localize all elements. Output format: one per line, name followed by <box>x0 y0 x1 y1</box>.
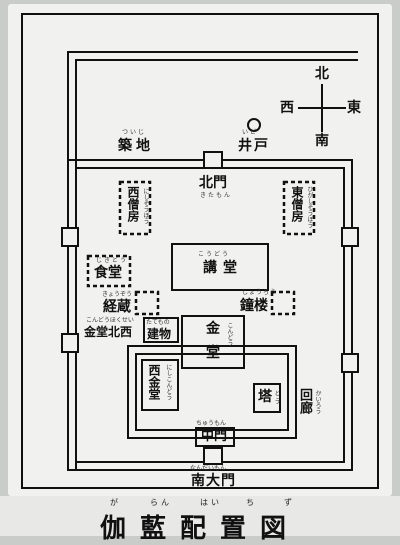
kondo-nw-furigana: こんどうほくせい <box>86 317 134 324</box>
lecture-hall-box <box>171 243 269 291</box>
east-dorm-dashed <box>282 180 316 236</box>
refectory-dashed <box>86 254 132 288</box>
lecture-hall-furigana: こうどう <box>198 251 231 258</box>
small-building-box <box>143 317 179 343</box>
middle-gate-furigana: ちゅうもん <box>196 420 227 427</box>
north-gate-square <box>203 151 223 169</box>
compass-east: 東 <box>347 100 361 116</box>
golden-hall-label-2: 堂 <box>206 345 220 361</box>
golden-hall-label-1: 金 <box>206 321 220 337</box>
bell-tower-label: 鐘楼 <box>240 298 268 314</box>
south-great-gate-furigana: なんだいもん <box>190 465 227 472</box>
east-dorm-label: 東僧房 <box>290 186 304 222</box>
pagoda-box <box>253 383 281 413</box>
bell-tower-furigana: しょうろう <box>242 289 278 296</box>
west-golden-hall-furigana: にしこんどう <box>165 364 172 400</box>
east-dorm-furigana: ひがしそうぼう <box>306 186 313 228</box>
west-dorm-dashed <box>118 180 152 236</box>
diagram-title: 伽藍配置図 <box>99 514 300 544</box>
map-board <box>8 4 392 496</box>
middle-gate-box <box>195 427 235 447</box>
outer-frame <box>21 13 379 489</box>
title-furigana-5: ず <box>284 498 295 507</box>
corridor-inner <box>135 353 289 431</box>
west-dorm-label: 西僧房 <box>126 186 140 222</box>
golden-hall-furigana: こんどう <box>226 322 233 346</box>
building-label: 建物 <box>147 327 172 341</box>
north-gate-furigana: きたもん <box>200 192 233 199</box>
compass-west: 西 <box>280 100 294 116</box>
golden-hall-box <box>181 315 245 369</box>
west-gate-upper <box>61 227 79 247</box>
building-furigana: たてもの <box>146 319 170 326</box>
kondo-nw-label: 金堂北西 <box>84 325 133 339</box>
compass-south: 南 <box>315 133 329 149</box>
sutra-store-furigana: きょうぞう <box>102 291 133 298</box>
west-golden-hall-label: 西金堂 <box>147 364 161 400</box>
lecture-hall-label: 講堂 <box>203 260 243 276</box>
west-golden-hall-box <box>141 359 179 411</box>
well-furigana: いど <box>242 129 259 136</box>
west-gate-lower <box>61 333 79 353</box>
tsuiji-furigana: ついじ <box>122 129 147 136</box>
east-gate-lower <box>341 353 359 373</box>
refectory-furigana: じきどう <box>96 257 129 264</box>
east-gate-upper <box>341 227 359 247</box>
south-gate-square <box>203 447 223 465</box>
caption-strip <box>0 496 400 536</box>
title-furigana-4: ち <box>246 498 257 507</box>
south-great-gate-label: 南大門 <box>191 473 236 489</box>
corridor-label: 回廊 <box>297 388 312 414</box>
sutra-store-dashed <box>134 290 160 316</box>
corridor-furigana: かいろう <box>314 390 321 414</box>
sutra-store-label: 経蔵 <box>103 299 131 315</box>
west-dorm-furigana: にしそうぼう <box>142 188 149 224</box>
bell-tower-dashed <box>270 290 296 316</box>
pagoda-furigana: とう <box>273 390 280 406</box>
north-gate-label: 北門 <box>199 175 227 191</box>
well-label: 井戸 <box>238 138 270 154</box>
corridor-outer <box>127 345 297 439</box>
well-symbol <box>247 118 261 132</box>
compass-north: 北 <box>315 66 329 82</box>
title-furigana-1: が <box>110 498 121 507</box>
title-furigana-3: はい <box>200 498 222 507</box>
title-furigana-2: らん <box>150 498 172 507</box>
tsuiji-label: 築地 <box>118 138 154 154</box>
refectory-label: 食堂 <box>94 265 122 281</box>
pagoda-label: 塔 <box>258 389 272 405</box>
middle-gate-label: 中門 <box>201 429 228 444</box>
